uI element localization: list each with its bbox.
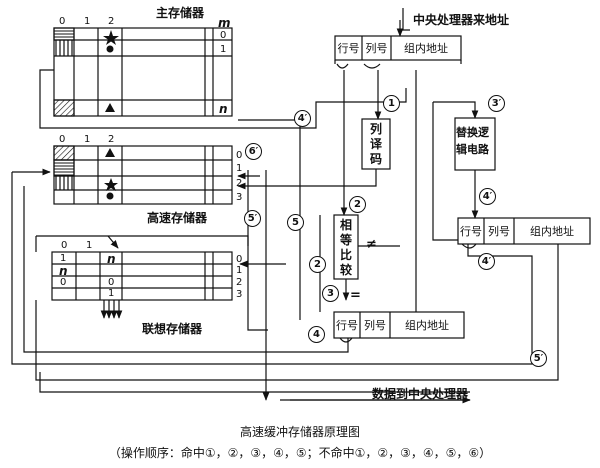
step-5p-marker: 5′ — [530, 350, 547, 367]
replace-logic-line: 替换逻 — [456, 126, 489, 139]
replace-logic-line: 辑电路 — [456, 143, 489, 156]
assoc-row-number: 2 — [236, 277, 243, 288]
step-5p-marker: 5′ — [244, 210, 261, 227]
associative-memory-grid — [51, 251, 233, 301]
assoc-cell: 1 — [60, 253, 67, 264]
bottom-col-no-field: 列号 — [364, 319, 386, 332]
compare-char: 比 — [339, 248, 352, 262]
cache-col-header: 1 — [84, 134, 91, 145]
main-dot-symbol — [106, 45, 114, 53]
step-2-marker: 2 — [309, 256, 326, 273]
col-decoder-char: 码 — [369, 152, 382, 166]
data-to-cpu-label: 数据到中央处理器 — [372, 387, 469, 401]
main-memory-grid — [53, 27, 233, 117]
cache-memory-label: 高速存储器 — [147, 211, 208, 225]
cache-col-header: 2 — [108, 134, 115, 145]
main-memory-label: 主存储器 — [156, 6, 205, 20]
associative-memory-label: 联想存储器 — [142, 322, 203, 336]
address-register-bottom — [333, 311, 465, 343]
cache-row-number: 1 — [236, 163, 243, 174]
step-4p-marker: 4′ — [478, 253, 495, 270]
bottom-row-no-field: 行号 — [336, 319, 358, 332]
assoc-cell: n — [59, 264, 68, 278]
main-col-header: 1 — [84, 16, 91, 27]
assoc-col-header: n — [107, 252, 116, 266]
cache-memory-grid — [53, 145, 233, 205]
right-group-addr-field: 组内地址 — [530, 225, 574, 238]
main-col-header: 2 — [108, 16, 115, 27]
assoc-col-header: 0 — [61, 240, 68, 251]
assoc-cell: 0 — [108, 277, 115, 288]
cache-dot-symbol — [106, 192, 114, 200]
compare-char: 较 — [339, 263, 352, 277]
step-1-marker: 1 — [383, 95, 400, 112]
step-5-marker: 5 — [287, 214, 304, 231]
equal-sign: = — [350, 288, 361, 303]
bottom-group-addr-field: 组内地址 — [405, 319, 449, 332]
cache-col-header: 0 — [59, 134, 66, 145]
col-decoder-char: 译 — [369, 137, 382, 151]
col-decoder-char: 列 — [369, 122, 382, 136]
assoc-row-number: 1 — [236, 265, 243, 276]
main-row-number: 1 — [220, 44, 227, 55]
right-row-no-field: 行号 — [460, 225, 482, 238]
main-row-number: n — [219, 102, 228, 116]
main-row-number: 0 — [220, 30, 227, 41]
top-col-no-field: 列号 — [365, 42, 388, 55]
compare-char: 等 — [339, 233, 352, 247]
assoc-cell: 0 — [60, 277, 67, 288]
main-triangle-symbol — [105, 103, 115, 112]
figure-operation-order: （操作顺序：命中①，②，③，④，⑤；不命中①，②，③，④，⑤，⑥） — [108, 446, 492, 460]
cpu-address-label: 中央处理器来地址 — [413, 13, 510, 27]
not-equal-sign: ≠ — [366, 237, 377, 252]
assoc-row-number: 3 — [236, 289, 243, 300]
assoc-row-number: 0 — [236, 254, 243, 265]
step-3p-marker: 3′ — [488, 95, 505, 112]
cache-star-symbol — [104, 178, 118, 191]
step-4p-marker: 4′ — [479, 188, 496, 205]
address-register-right — [457, 217, 591, 249]
assoc-col-header: 1 — [86, 240, 93, 251]
step-3-marker: 3 — [322, 285, 339, 302]
cache-row-number: 2 — [236, 178, 243, 189]
assoc-cell: 1 — [108, 288, 115, 299]
step-4p-marker: 4′ — [294, 110, 311, 127]
compare-char: 相 — [339, 218, 352, 232]
top-row-no-field: 行号 — [337, 42, 360, 55]
figure-title: 高速缓冲存储器原理图 — [239, 425, 360, 439]
cache-triangle-symbol — [105, 148, 115, 157]
main-col-header: m — [218, 16, 231, 30]
step-4-marker: 4 — [308, 326, 325, 343]
cache-row-number: 0 — [236, 150, 243, 161]
step-6p-marker: 6′ — [245, 143, 262, 160]
cache-row-number: 3 — [236, 192, 243, 203]
main-star-symbol — [103, 30, 119, 45]
main-col-header: 0 — [59, 16, 66, 27]
right-col-no-field: 列号 — [488, 225, 510, 238]
step-2-marker: 2 — [349, 196, 366, 213]
top-group-addr-field: 组内地址 — [404, 42, 448, 55]
